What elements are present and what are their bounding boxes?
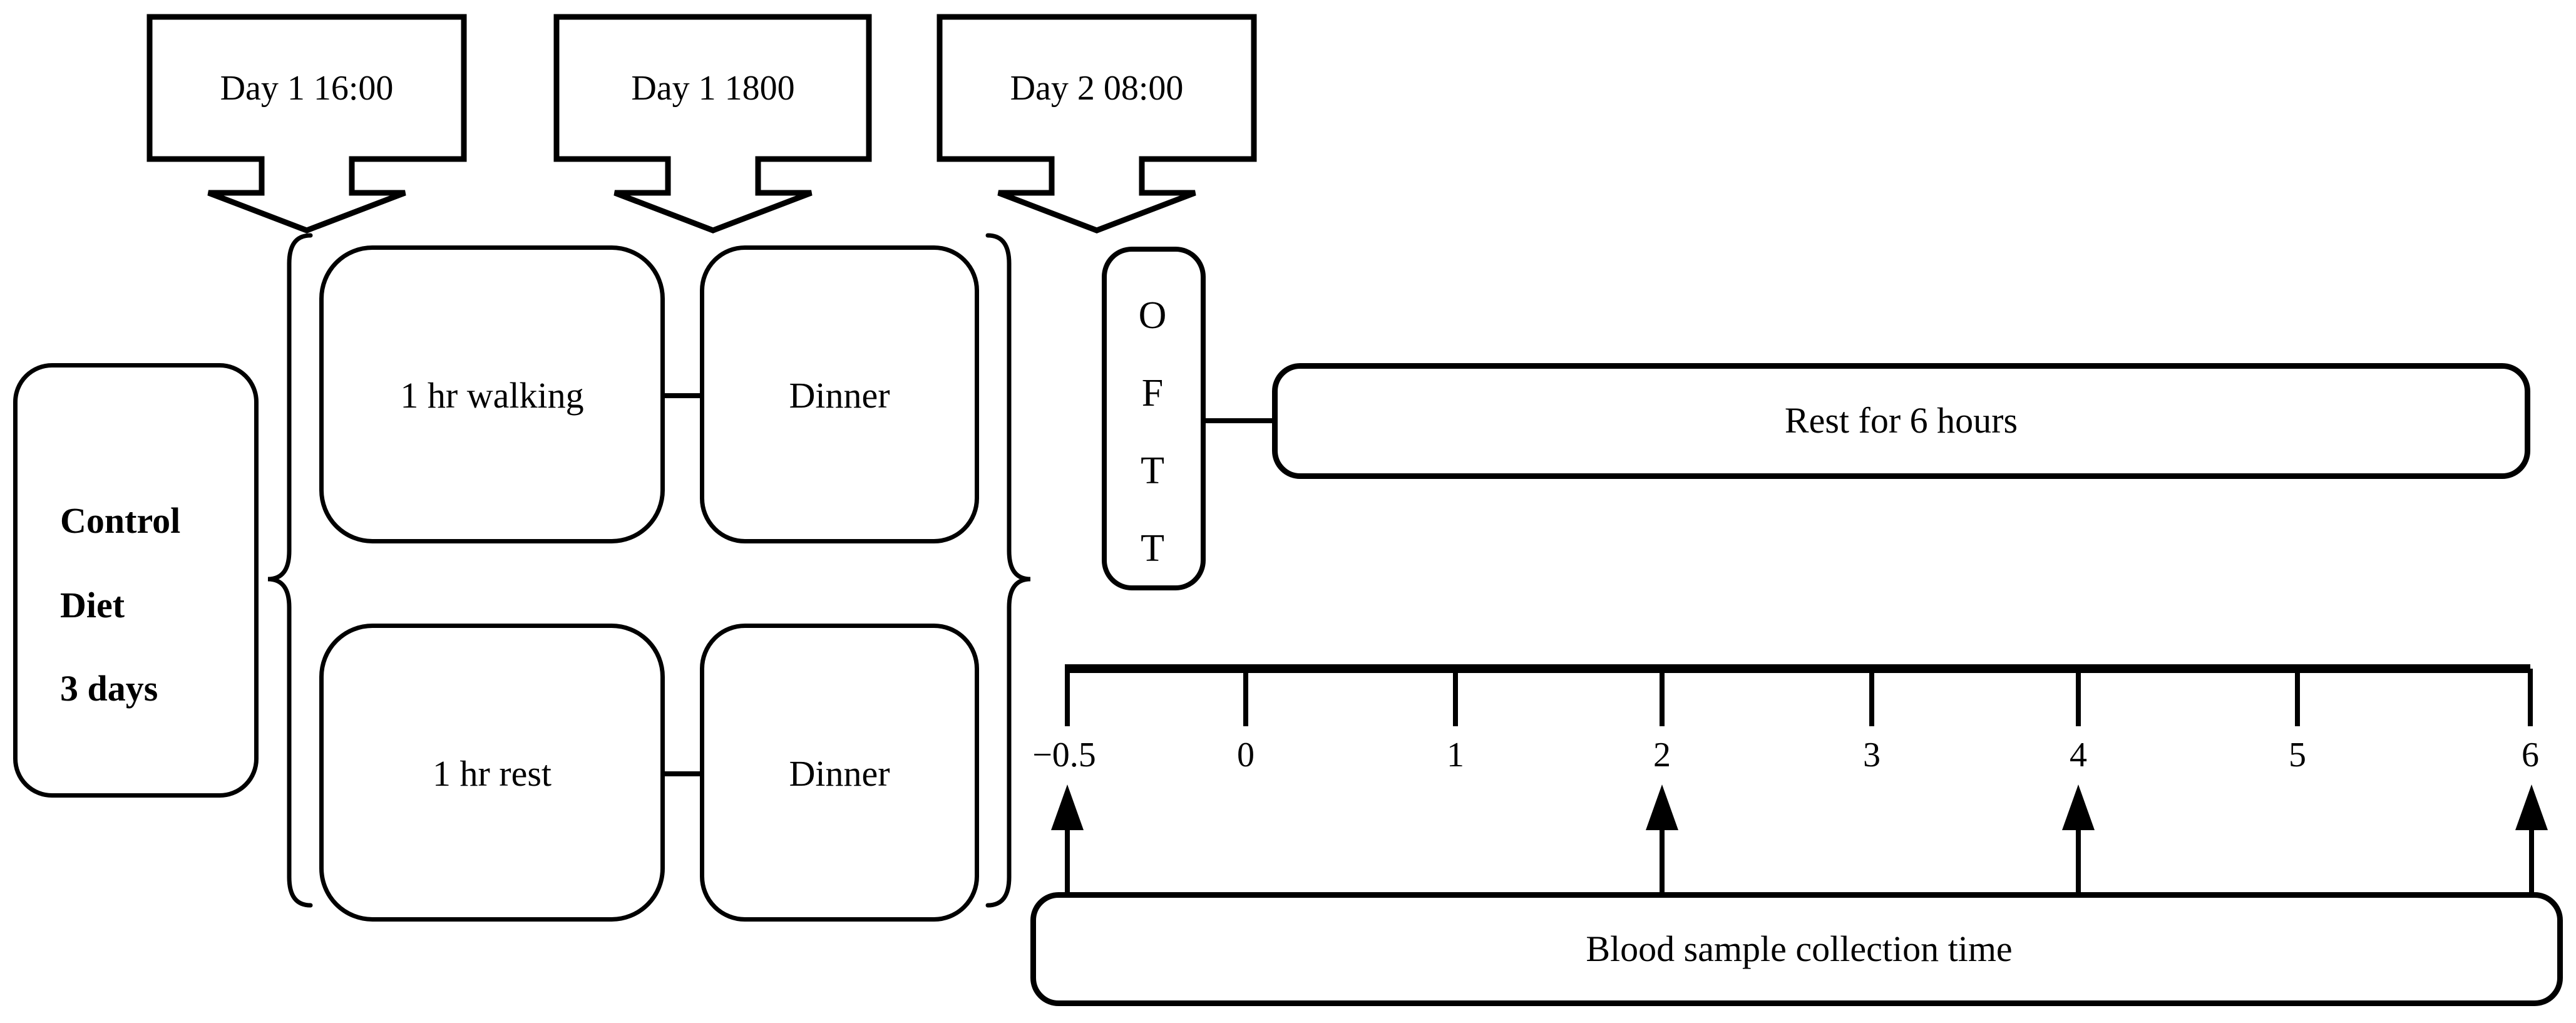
tick-label-4: 4	[2070, 736, 2087, 774]
control-diet-line-3: 3 days	[60, 668, 158, 709]
oftt-letter-t2: T	[1141, 527, 1164, 570]
oftt-box	[1102, 247, 1206, 590]
rest-1hr-label: 1 hr rest	[432, 753, 552, 794]
tick-label-5: 5	[2289, 736, 2306, 774]
tick-label-6: 6	[2522, 736, 2539, 774]
up-arrow-head-2	[1646, 784, 1678, 830]
up-arrow-head-neg05	[1051, 784, 1084, 830]
dinner-label-1: Dinner	[789, 375, 890, 416]
blood-sample-box	[1030, 892, 2563, 1006]
tick-label-3: 3	[1863, 736, 1881, 774]
walking-box	[319, 245, 665, 543]
dinner-box-1	[700, 245, 979, 543]
up-arrow-head-6	[2515, 784, 2548, 830]
tick-label-neg05: −0.5	[1032, 736, 1096, 774]
callout-label-day1-1800: Day 1 1800	[631, 69, 795, 108]
tick-label-2: 2	[1653, 736, 1671, 774]
callout-label-day1-1600: Day 1 16:00	[220, 69, 394, 108]
tick-label-1: 1	[1447, 736, 1464, 774]
dinner-box-2	[700, 624, 979, 922]
left-curly-brace	[267, 233, 313, 908]
up-arrow-head-4	[2062, 784, 2095, 830]
callout-label-day2-0800: Day 2 08:00	[1010, 69, 1184, 108]
tick-label-0: 0	[1237, 736, 1255, 774]
down-arrow-callout-shape-1	[146, 14, 467, 234]
rest-6h-label: Rest for 6 hours	[1784, 400, 2018, 441]
control-diet-line-1: Control	[60, 500, 181, 541]
down-arrow-callout-shape-3	[936, 14, 1257, 234]
down-arrow-callout-shape-2	[553, 14, 872, 234]
right-curly-brace	[985, 233, 1031, 908]
control-diet-line-2: Diet	[60, 585, 125, 625]
oftt-letter-o: O	[1138, 294, 1167, 337]
oftt-letter-f: F	[1141, 372, 1164, 414]
control-diet-box	[13, 363, 259, 798]
dinner-label-2: Dinner	[789, 753, 890, 794]
rest-1hr-box	[319, 624, 665, 922]
oftt-letter-t1: T	[1141, 450, 1164, 492]
walking-label: 1 hr walking	[400, 375, 584, 416]
rest-6h-box	[1272, 363, 2530, 479]
blood-sample-label: Blood sample collection time	[1586, 928, 2013, 969]
